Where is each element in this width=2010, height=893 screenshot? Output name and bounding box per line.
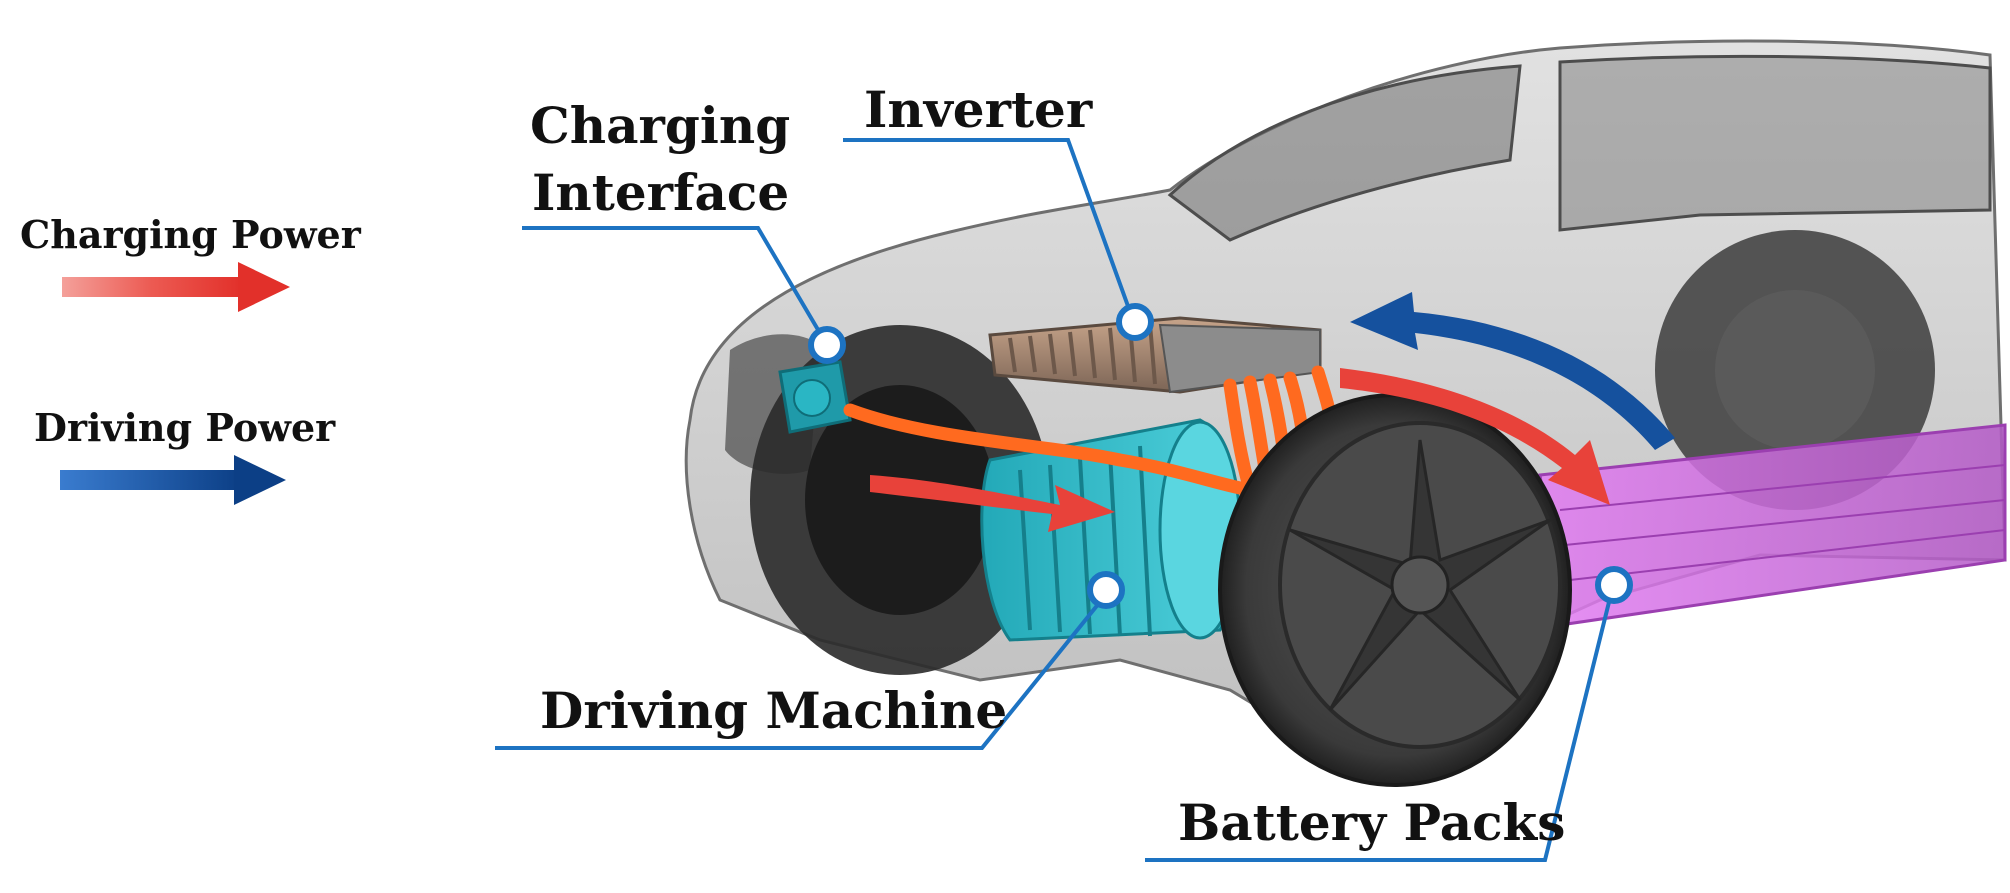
leader-inverter [843,138,1135,321]
leader-lines [495,138,1614,862]
side-window [1558,54,1992,232]
battery-packs-label: Battery Packs [1178,793,1566,852]
driving-machine-label: Driving Machine [540,681,1008,740]
charging-interface-label-line1: Charging [530,96,791,155]
driving-flow-arrow [1350,292,1675,450]
leader-battery-packs [1145,589,1614,862]
charging-flow-arrow-to-motor [870,475,1115,532]
front-right-wheel [1218,393,1572,787]
legend-driving-arrow [60,455,286,505]
inverter-label: Inverter [864,80,1093,139]
charging-flow-arrow-to-battery [1340,368,1610,505]
charging-interface-label-line2: Interface [532,163,790,222]
legend-driving-power-label: Driving Power [34,405,336,450]
marker-driving-machine [1087,571,1125,609]
charging-interface-unit [778,360,852,434]
legend-charging-arrow [62,262,290,312]
inverter-unit [988,316,1322,394]
leader-charging-interface [522,226,829,347]
marker-inverter [1116,303,1154,341]
leader-driving-machine [495,590,1110,750]
windshield [1167,64,1522,242]
marker-dots [808,303,1633,609]
legend-charging-power-label: Charging Power [20,212,361,257]
marker-battery-packs [1595,566,1633,604]
charging-flow-arrows [870,368,1610,532]
marker-charging-interface [808,326,846,364]
